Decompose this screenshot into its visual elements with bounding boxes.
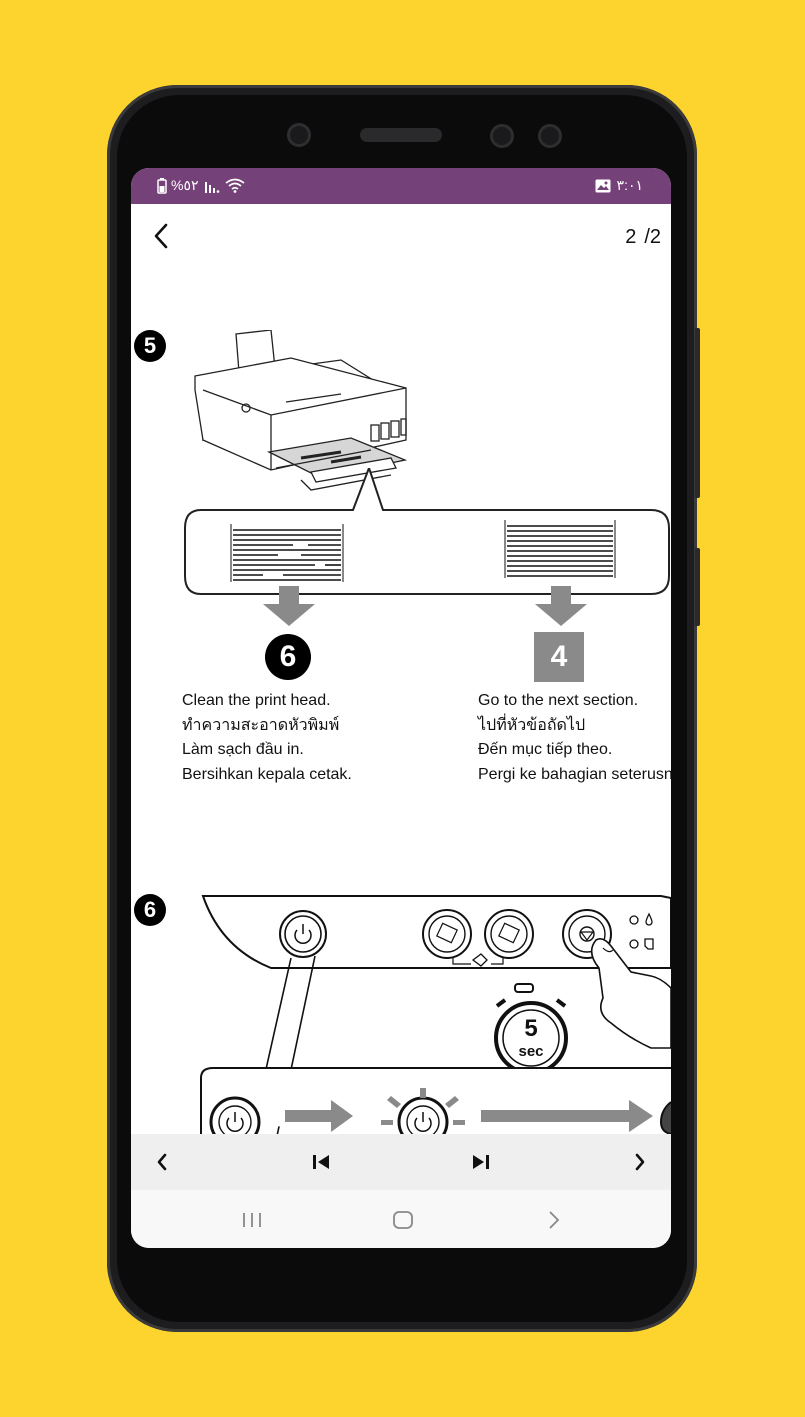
next-page-icon: [635, 1153, 645, 1171]
printer-illustration: [194, 330, 408, 491]
next-section-text: Go to the next section. ไปที่หัวข้อถัดไป…: [478, 692, 671, 783]
first-page-button[interactable]: [305, 1146, 337, 1178]
page-indicator: 2 /2: [625, 226, 661, 249]
signal-icon: [204, 181, 219, 193]
total-pages: /2: [644, 226, 661, 248]
result-badge-clean: 6: [265, 634, 311, 680]
sensor: [538, 124, 562, 148]
last-page-icon: [473, 1155, 489, 1169]
svg-text:5: 5: [524, 1015, 537, 1042]
chevron-left-icon: [154, 223, 168, 249]
result-badge-next: 4: [534, 632, 584, 682]
first-page-icon: [313, 1155, 329, 1169]
svg-text:sec: sec: [518, 1043, 543, 1060]
power-sequence-illustration: [209, 1088, 671, 1134]
recents-icon: [243, 1213, 261, 1227]
timer-5-sec: [494, 983, 568, 1075]
volume-button: [695, 328, 700, 498]
system-navigation-bar: [131, 1190, 671, 1248]
prev-page-button[interactable]: [146, 1146, 178, 1178]
viewer-header: 2 /2: [131, 204, 671, 268]
current-page: 2: [625, 226, 637, 248]
back-button[interactable]: [145, 220, 177, 252]
back-icon: [549, 1211, 560, 1229]
step-5-badge: 5: [134, 330, 166, 362]
status-bar: %٥٢ ٣:٠١: [131, 168, 671, 204]
earpiece-speaker: [360, 128, 442, 142]
status-time: ٣:٠١: [616, 177, 643, 193]
home-icon: [393, 1211, 413, 1229]
system-back-button[interactable]: [539, 1206, 569, 1234]
down-arrow-icon: [263, 586, 315, 626]
page-navigation-bar: [131, 1134, 671, 1190]
recents-button[interactable]: [237, 1206, 267, 1234]
last-page-button[interactable]: [465, 1146, 497, 1178]
clean-print-head-text: Clean the print head. ทำความสะอาดหัวพิมพ…: [182, 692, 352, 783]
home-button[interactable]: [388, 1206, 418, 1234]
battery-percent: %٥٢: [171, 177, 199, 193]
front-camera: [287, 123, 311, 147]
document-page[interactable]: 5: [131, 268, 671, 1134]
wifi-icon: [225, 178, 244, 193]
next-page-button[interactable]: [624, 1146, 656, 1178]
phone-screen: %٥٢ ٣:٠١ 2 /2 5: [131, 168, 671, 1248]
image-icon: [595, 179, 611, 192]
battery-icon: [157, 177, 167, 194]
down-arrow-icon: [535, 586, 587, 626]
sensor: [490, 124, 514, 148]
prev-page-icon: [157, 1153, 167, 1171]
power-button: [695, 548, 700, 626]
nozzle-check-callout: [184, 468, 670, 595]
step-6-badge: 6: [134, 894, 166, 926]
